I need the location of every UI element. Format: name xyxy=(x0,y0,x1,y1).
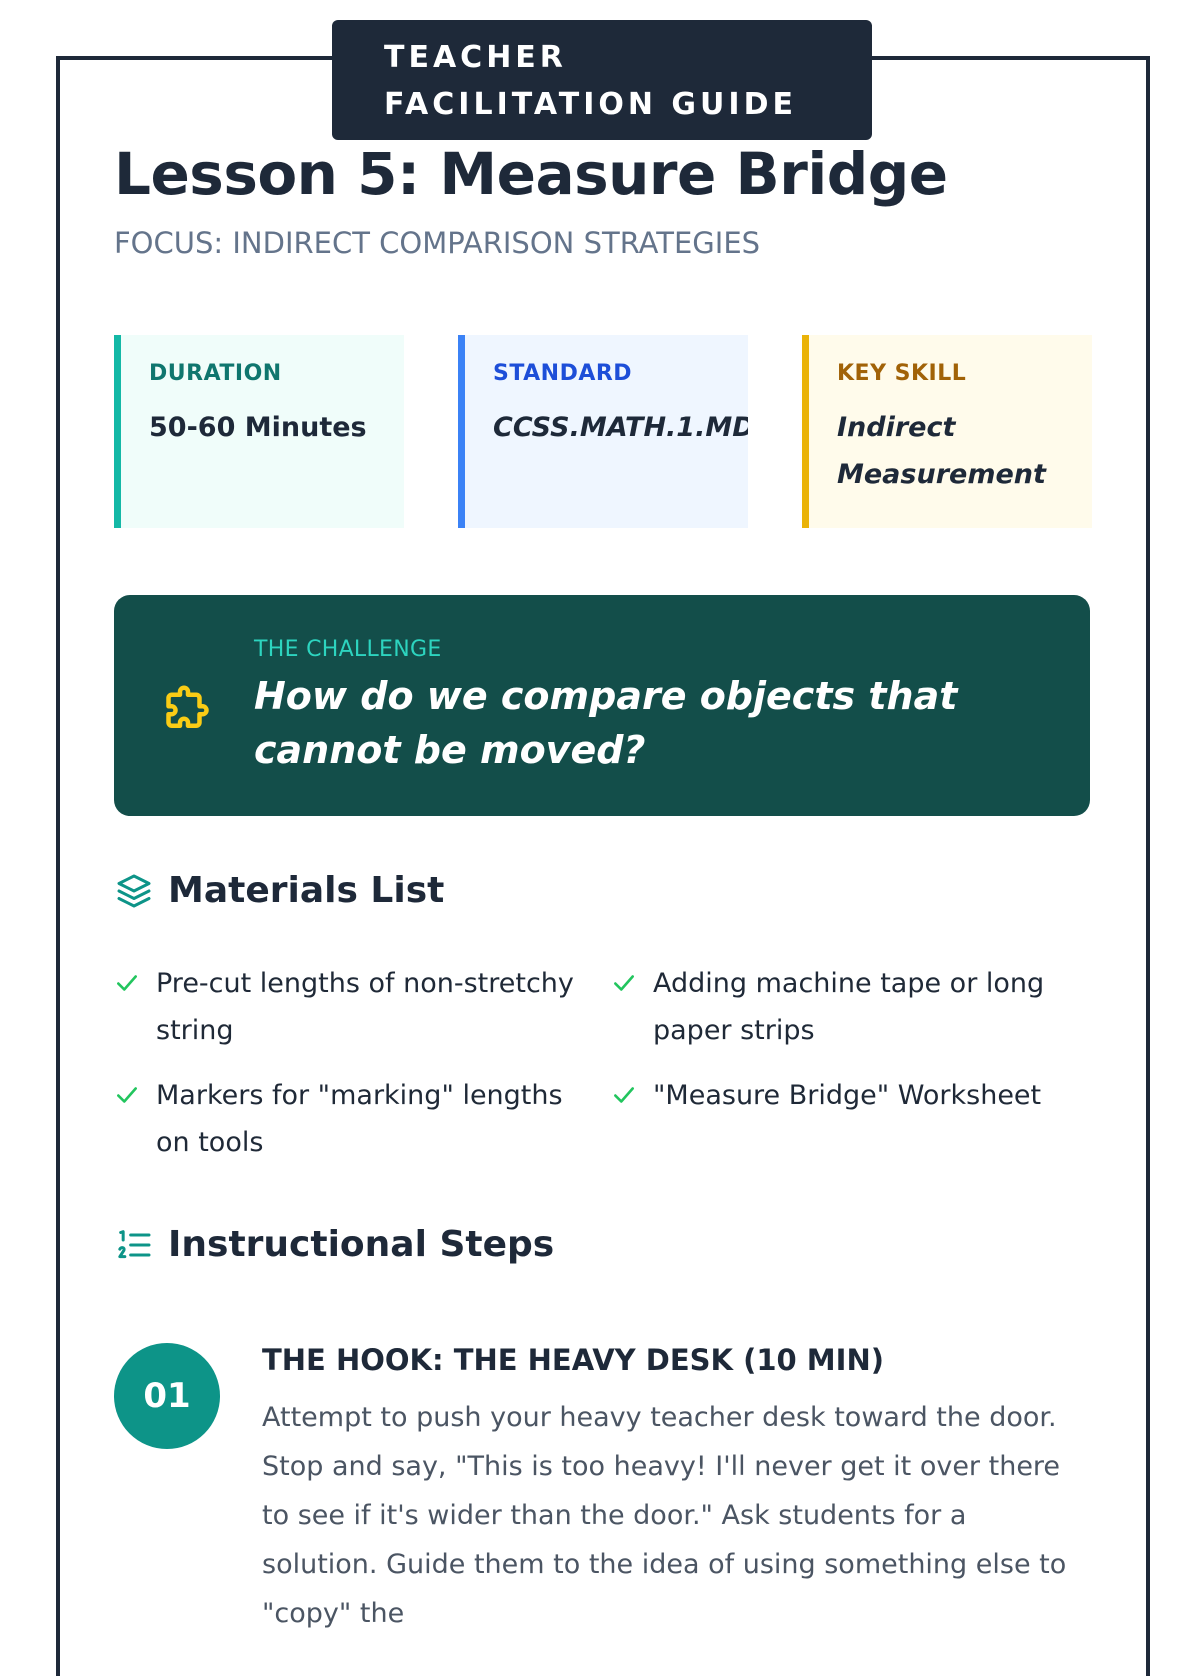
page-subtitle: FOCUS: INDIRECT COMPARISON STRATEGIES xyxy=(114,226,761,260)
badge-line-1: TEACHER xyxy=(384,40,567,75)
materials-heading: Materials List xyxy=(114,870,444,911)
material-text: Pre-cut lengths of non-stretchy string xyxy=(156,968,574,1046)
standard-label: STANDARD xyxy=(493,361,633,386)
check-icon xyxy=(117,1087,137,1103)
steps-title: Instructional Steps xyxy=(168,1224,555,1265)
numbered-list-icon xyxy=(118,1229,151,1258)
check-icon xyxy=(117,975,137,991)
guide-type-badge: TEACHER FACILITATION GUIDE xyxy=(332,20,872,140)
materials-title: Materials List xyxy=(168,870,445,911)
steps-heading: Instructional Steps xyxy=(114,1224,554,1265)
duration-card: DURATION 50-60 Minutes xyxy=(114,335,404,528)
material-text: Markers for "marking" lengths on tools xyxy=(156,1080,563,1158)
key-skill-card: KEY SKILL Indirect Measurement xyxy=(802,335,1092,528)
key-skill-value-line-2: Measurement xyxy=(837,459,1046,490)
step-description: Attempt to push your heavy teacher desk … xyxy=(262,1402,1067,1629)
materials-list: Pre-cut lengths of non-stretchy string A… xyxy=(114,960,1094,1166)
standard-value: CCSS.MATH.1.MD.A.1 xyxy=(493,412,748,443)
check-icon xyxy=(614,1087,634,1103)
layers-icon xyxy=(117,874,151,907)
key-skill-value-line-1: Indirect xyxy=(837,412,956,443)
duration-value: 50-60 Minutes xyxy=(149,412,367,443)
duration-label: DURATION xyxy=(149,361,282,386)
list-item: Markers for "marking" lengths on tools xyxy=(114,1072,611,1166)
material-text: "Measure Bridge" Worksheet xyxy=(653,1080,1042,1111)
badge-line-2: FACILITATION GUIDE xyxy=(384,87,797,122)
list-item: Pre-cut lengths of non-stretchy string xyxy=(114,960,611,1054)
puzzle-icon xyxy=(166,685,209,728)
challenge-question: How do we compare objects that cannot be… xyxy=(254,674,958,772)
material-text: Adding machine tape or long paper strips xyxy=(653,968,1045,1046)
list-item: Adding machine tape or long paper strips xyxy=(611,960,1081,1054)
list-item: "Measure Bridge" Worksheet xyxy=(611,1072,1081,1166)
guide-page xyxy=(56,56,1150,1676)
step-number-badge: 01 xyxy=(114,1343,220,1449)
key-skill-label: KEY SKILL xyxy=(837,361,967,386)
standard-card: STANDARD CCSS.MATH.1.MD.A.1 xyxy=(458,335,748,528)
step-title: THE HOOK: THE HEAVY DESK (10 MIN) xyxy=(262,1343,884,1377)
check-icon xyxy=(614,975,634,991)
page-title: Lesson 5: Measure Bridge xyxy=(114,140,948,208)
challenge-banner: THE CHALLENGE How do we compare objects … xyxy=(114,595,1090,816)
challenge-label: THE CHALLENGE xyxy=(254,637,442,662)
